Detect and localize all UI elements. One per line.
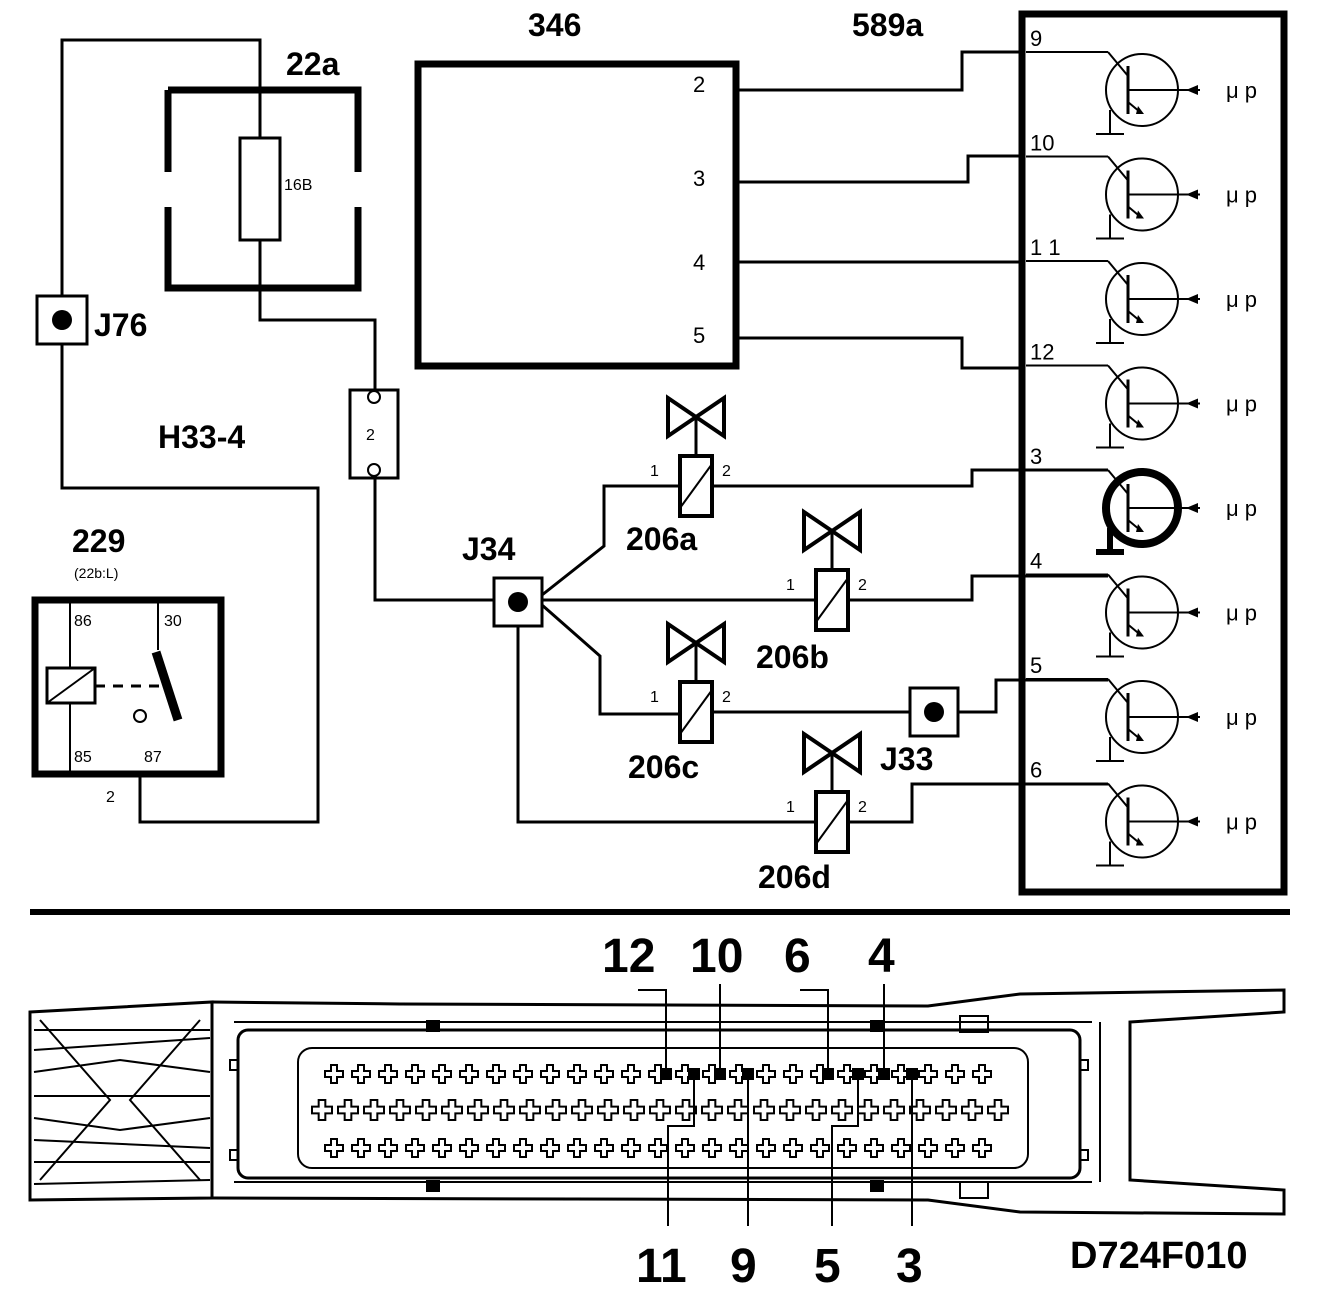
svg-text:30: 30 xyxy=(164,613,182,630)
solenoid-valves: 1 2 206a 1 2 206b 1 2 206c 1 2 206d xyxy=(626,394,867,895)
svg-text:85: 85 xyxy=(74,749,92,766)
junction-j34: J34 xyxy=(462,531,544,628)
conn-pin-11: 11 xyxy=(636,1240,687,1293)
svg-text:2: 2 xyxy=(693,72,705,97)
svg-text:2: 2 xyxy=(106,789,115,806)
conn-pin-3: 3 xyxy=(896,1240,923,1293)
microprocessor-label: μ p xyxy=(1226,601,1257,626)
svg-text:2: 2 xyxy=(858,799,867,816)
microprocessor-label: μ p xyxy=(1226,705,1257,730)
microprocessor-label: μ p xyxy=(1226,810,1257,835)
component-346: 346 2 3 4 5 xyxy=(414,7,740,370)
transistor-pin-label: 4 xyxy=(1030,549,1042,574)
junction-j76: J76 xyxy=(35,294,147,346)
svg-text:87: 87 xyxy=(144,749,162,766)
solenoid-valve-206c: 1 2 206c xyxy=(628,620,731,785)
transistor-pin-label: 10 xyxy=(1030,131,1054,156)
drawing-code: D724F010 xyxy=(1070,1235,1247,1277)
svg-text:2: 2 xyxy=(722,689,731,706)
inline-connector-2: 2 xyxy=(348,388,400,480)
svg-text:1: 1 xyxy=(650,689,659,706)
wire-j34-206d xyxy=(516,626,816,824)
transistor-pin-label: 9 xyxy=(1030,26,1042,51)
wire-j33-589a xyxy=(958,678,1108,714)
solenoid-valve-206b: 1 2 206b xyxy=(756,508,867,675)
valve-label: 206a xyxy=(626,521,697,557)
relay-229: 229 (22b:L) 86 30 85 87 2 xyxy=(31,523,225,806)
svg-text:1: 1 xyxy=(650,463,659,480)
solenoid-valve-206a: 1 2 206a xyxy=(626,394,731,557)
label-h33-4: H33-4 xyxy=(158,419,245,455)
wire-206d-589a xyxy=(848,782,1108,824)
label-229: 229 xyxy=(72,523,125,559)
pin-grid xyxy=(311,1064,1009,1158)
transistor-6: 4 μ p xyxy=(1026,549,1257,658)
label-22a: 22a xyxy=(286,46,340,82)
label-j76: J76 xyxy=(94,307,147,343)
microprocessor-label: μ p xyxy=(1226,496,1257,521)
wire-fuse xyxy=(60,38,377,390)
wire-j76-relay xyxy=(60,344,320,824)
transistor-5: 3 μ p xyxy=(1026,444,1257,555)
label-346: 346 xyxy=(528,7,581,43)
conn-pin-10: 10 xyxy=(690,930,743,983)
valve-label: 206d xyxy=(758,859,831,895)
svg-text:1: 1 xyxy=(786,577,795,594)
transistor-pin-label: 5 xyxy=(1030,653,1042,678)
transistor-pin-label: 1 1 xyxy=(1030,235,1061,260)
conn-pin-4: 4 xyxy=(868,930,895,983)
svg-text:3: 3 xyxy=(693,166,705,191)
label-j34: J34 xyxy=(462,531,516,567)
transistor-4: 12 μ p xyxy=(1026,340,1257,449)
svg-text:2: 2 xyxy=(722,463,731,480)
microprocessor-label: μ p xyxy=(1226,287,1257,312)
solenoid-valve-206d: 1 2 206d xyxy=(758,730,867,895)
fuse-rating: 16B xyxy=(284,177,312,194)
transistor-3: 1 1 μ p xyxy=(1026,235,1257,344)
ecu-connector xyxy=(28,984,1286,1226)
transistor-8: 6 μ p xyxy=(1026,758,1257,867)
wire-conn-j34 xyxy=(373,478,494,602)
conn-pin-12: 12 xyxy=(602,930,655,983)
label-22b-l: (22b:L) xyxy=(74,565,118,581)
conn-pin-9: 9 xyxy=(730,1240,757,1293)
microprocessor-label: μ p xyxy=(1226,392,1257,417)
transistor-2: 10 μ p xyxy=(1026,131,1257,240)
svg-text:1: 1 xyxy=(786,799,795,816)
svg-text:2: 2 xyxy=(858,577,867,594)
transistor-pin-label: 6 xyxy=(1030,758,1042,783)
transistor-1: 9 μ p xyxy=(1026,26,1257,135)
junction-j33: J33 xyxy=(880,686,960,777)
wire-j34-206a xyxy=(541,484,680,597)
wire-206a-589a xyxy=(712,468,1108,488)
transistor-pin-label: 3 xyxy=(1030,444,1042,469)
valve-label: 206c xyxy=(628,749,699,785)
component-22a: 16B 22a xyxy=(164,46,362,292)
transistor-pin-label: 12 xyxy=(1030,340,1054,365)
wire-j34-206c xyxy=(541,603,680,716)
microprocessor-label: μ p xyxy=(1226,183,1257,208)
svg-text:86: 86 xyxy=(74,613,92,630)
svg-text:2: 2 xyxy=(366,427,375,444)
label-589a: 589a xyxy=(852,7,923,43)
label-j33: J33 xyxy=(880,741,933,777)
valve-label: 206b xyxy=(756,639,829,675)
svg-text:5: 5 xyxy=(693,323,705,348)
microprocessor-label: μ p xyxy=(1226,78,1257,103)
wire-206b-589a xyxy=(848,574,1108,602)
conn-pin-6: 6 xyxy=(784,930,811,983)
transistor-array: 9 μ p 10 μ p 1 1 μ p 12 μ p 3 μ p 4 μ p 5 μ p 6 μ p xyxy=(1026,26,1257,867)
conn-pin-5: 5 xyxy=(814,1240,841,1293)
transistor-7: 5 μ p xyxy=(1026,653,1257,762)
svg-text:4: 4 xyxy=(693,250,705,275)
